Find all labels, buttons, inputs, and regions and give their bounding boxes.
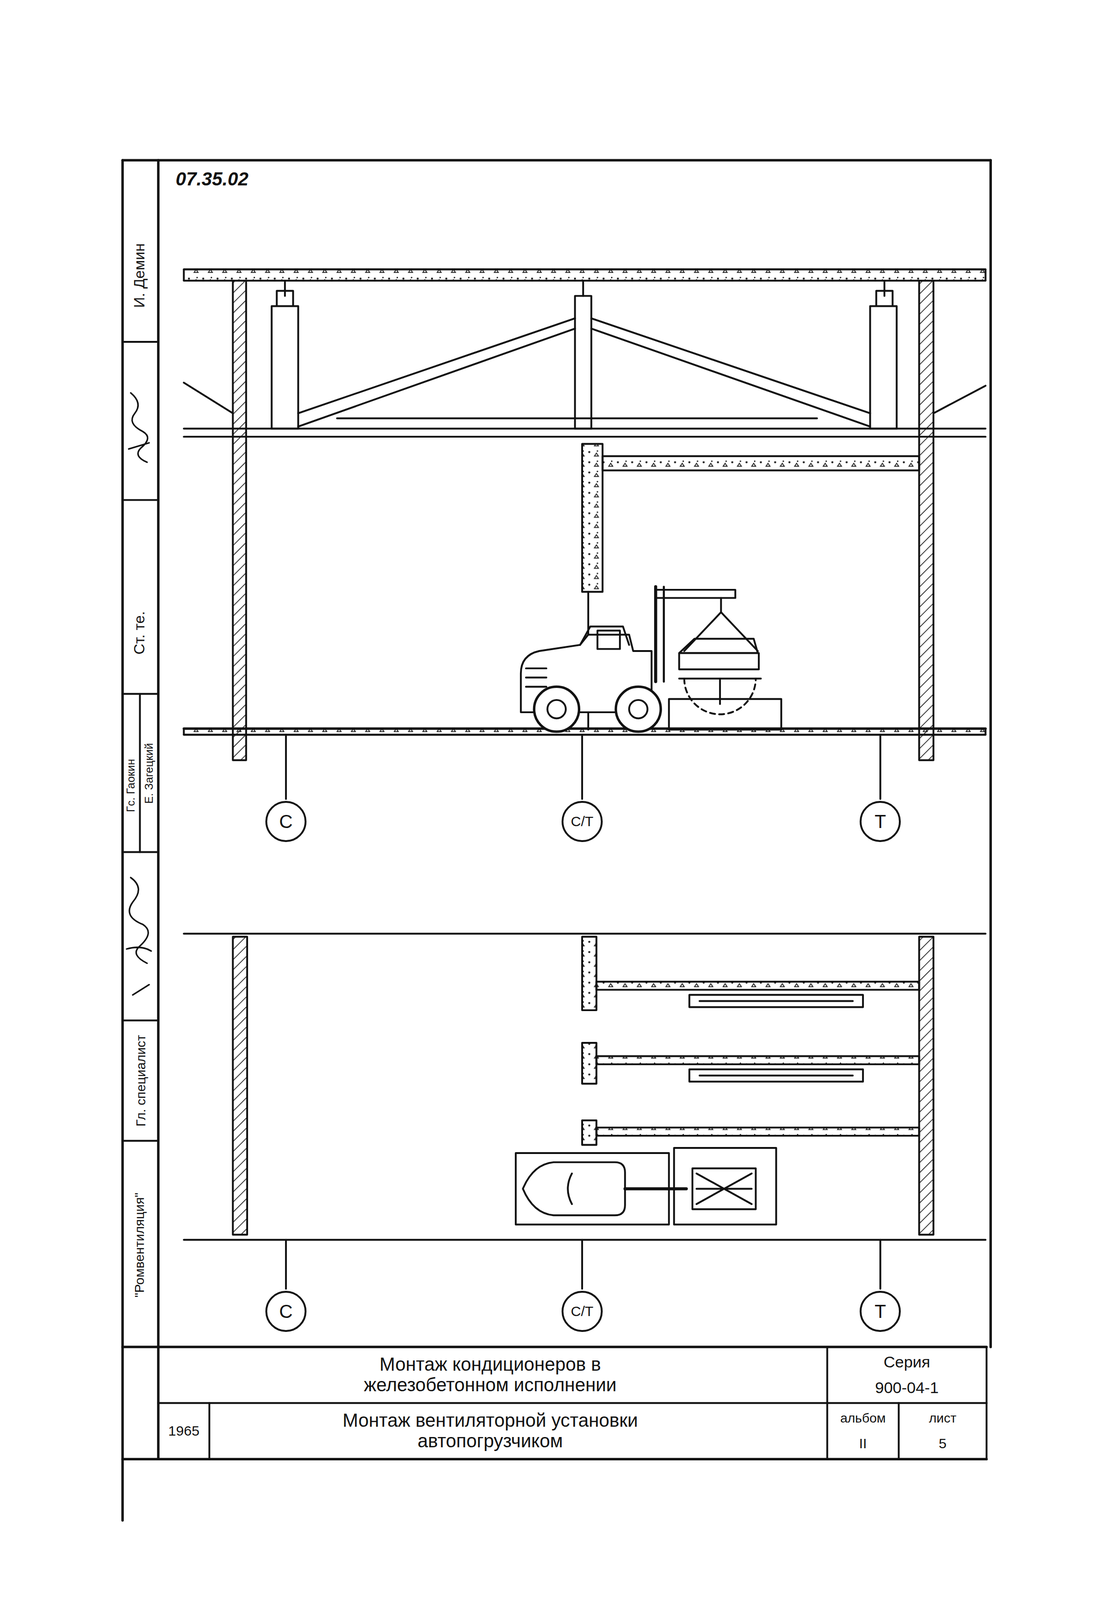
axis-label: С <box>279 1302 293 1322</box>
axis-marker: С <box>265 801 307 843</box>
axis-marker: Т <box>859 801 901 843</box>
stamp-role: Ст. те. <box>131 611 149 655</box>
stamp-name: Гс. Гаокин <box>124 759 137 813</box>
stamp-role: Гл. специалист <box>133 1035 149 1127</box>
axis-label: С/Т <box>570 1304 594 1319</box>
axis-label: Т <box>874 1302 886 1322</box>
axis-marker: С <box>265 1291 307 1333</box>
sheet-label: лист <box>928 1411 957 1427</box>
stamp-name: Е. Загецкий <box>142 743 156 805</box>
sheet-subtitle: Монтаж вентиляторной установки автопогру… <box>312 1410 668 1452</box>
organization-name: "Ромвентиляция" <box>132 1192 148 1298</box>
sheet-code: 07.35.02 <box>175 168 249 190</box>
sheet-number: 5 <box>938 1435 947 1452</box>
axis-marker: Т <box>859 1291 901 1333</box>
axis-marker: С/Т <box>561 801 603 843</box>
axis-label: Т <box>874 812 886 832</box>
axis-marker: С/Т <box>561 1291 603 1333</box>
series-label: Серия <box>883 1353 931 1372</box>
axis-label: С <box>279 812 293 832</box>
year: 1965 <box>168 1423 200 1439</box>
series-number: 900-04-1 <box>875 1379 939 1397</box>
sheet-title: Монтаж кондиционеров в железобетонном ис… <box>312 1354 668 1396</box>
axis-label: С/Т <box>570 814 594 829</box>
stamp-name: И. Демин <box>131 243 149 308</box>
album-number: II <box>859 1435 868 1452</box>
album-label: альбом <box>840 1411 886 1427</box>
